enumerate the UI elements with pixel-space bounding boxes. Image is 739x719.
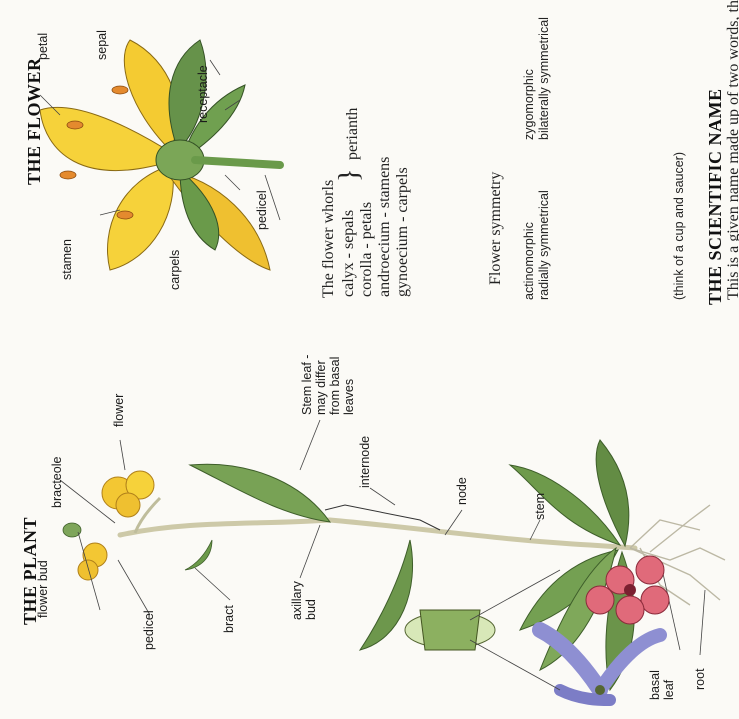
bract-leaf	[185, 540, 212, 570]
label-node: node	[455, 477, 469, 505]
label-zygomorphic: zygomorphic bilaterally symmetrical	[522, 17, 552, 140]
flower-bud-shape	[63, 523, 81, 537]
label-pedicel-plant: pedicel	[142, 610, 156, 650]
cup-and-saucer	[405, 610, 495, 650]
heading-the-flower: THE FLOWER	[24, 57, 45, 185]
whorls-title: The flower whorls	[320, 180, 338, 298]
label-pedicel-flower: pedicel	[255, 190, 269, 230]
main-stem	[120, 520, 635, 548]
root-system	[630, 505, 725, 605]
whorl-gynoecium: gynoecium - carpels	[394, 157, 412, 297]
label-sepal: sepal	[95, 30, 109, 60]
label-petal: petal	[36, 33, 50, 60]
label-actinomorphic: actinomorphic radially symmetrical	[522, 190, 552, 300]
whorls-brace: }	[336, 169, 364, 182]
zygomorphic-flower	[540, 630, 660, 700]
scientific-name-text: This is a given name made up of two word…	[725, 0, 739, 300]
label-bracteole: bracteole	[50, 457, 64, 508]
label-axillary-bud: axillary bud	[290, 581, 318, 620]
label-carpels: carpels	[168, 250, 182, 290]
label-basal-leaf: basal leaf	[648, 670, 676, 700]
plant-flower	[102, 471, 154, 517]
label-internode: internode	[358, 436, 372, 488]
label-stem: stem	[533, 493, 547, 520]
heading-scientific-name: THE SCIENTIFIC NAME	[705, 88, 726, 305]
flower-detail	[40, 40, 280, 270]
whorl-androecium: androecium - stamens	[376, 157, 394, 297]
label-flower: flower	[112, 394, 126, 427]
symmetry-title: Flower symmetry	[487, 172, 505, 285]
label-bract: bract	[222, 605, 236, 633]
whorls-perianth: perianth	[344, 108, 362, 160]
label-root: root	[693, 668, 707, 690]
label-stem-leaf: Stem leaf - may differ from basal leaves	[300, 355, 356, 415]
label-receptacle: receptacle	[196, 65, 210, 123]
label-stamen: stamen	[60, 239, 74, 280]
label-cup-saucer: (think of a cup and saucer)	[672, 152, 687, 300]
label-flower-bud: flower bud	[36, 560, 50, 618]
